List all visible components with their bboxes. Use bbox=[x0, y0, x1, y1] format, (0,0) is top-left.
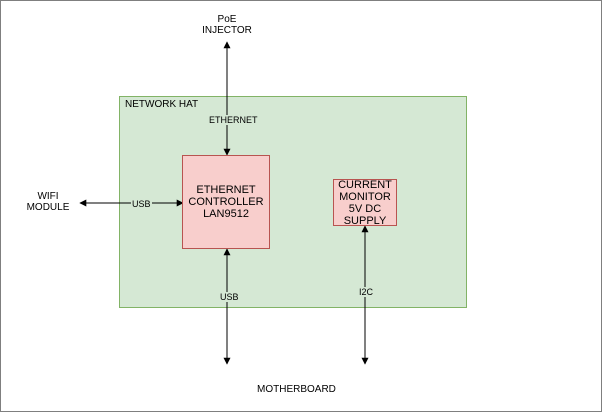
network-hat-label: NETWORK HAT bbox=[125, 99, 199, 110]
ethernet-controller-line-3: LAN9512 bbox=[203, 208, 249, 220]
wifi-module-line-1: WIFI bbox=[37, 191, 59, 202]
ethernet-controller-block: ETHERNET CONTROLLER LAN9512 bbox=[182, 155, 270, 249]
current-monitor-block: CURRENT MONITOR 5V DC SUPPLY bbox=[333, 178, 397, 227]
ethernet-controller-line-2: CONTROLLER bbox=[188, 196, 264, 208]
wifi-module-label: WIFI MODULE bbox=[23, 191, 73, 213]
current-monitor-line-3: 5V DC bbox=[348, 202, 382, 215]
controller-usb-edge-label: USB bbox=[219, 292, 240, 302]
current-monitor-line-2: MONITOR bbox=[339, 190, 391, 203]
current-monitor-line-4: SUPPLY bbox=[343, 214, 387, 227]
poe-injector-line-2: INJECTOR bbox=[202, 25, 252, 36]
current-monitor-line-1: CURRENT bbox=[338, 178, 392, 191]
ethernet-edge-label: ETHERNET bbox=[208, 115, 259, 125]
motherboard-label: MOTHERBOARD bbox=[257, 384, 336, 395]
wifi-usb-edge-label: USB bbox=[131, 199, 152, 209]
ethernet-controller-line-1: ETHERNET bbox=[196, 184, 256, 196]
poe-injector-line-1: PoE bbox=[217, 14, 237, 25]
poe-injector-label: PoE INJECTOR bbox=[197, 14, 257, 36]
wifi-module-line-2: MODULE bbox=[26, 202, 70, 213]
i2c-edge-label: I2C bbox=[358, 287, 375, 297]
